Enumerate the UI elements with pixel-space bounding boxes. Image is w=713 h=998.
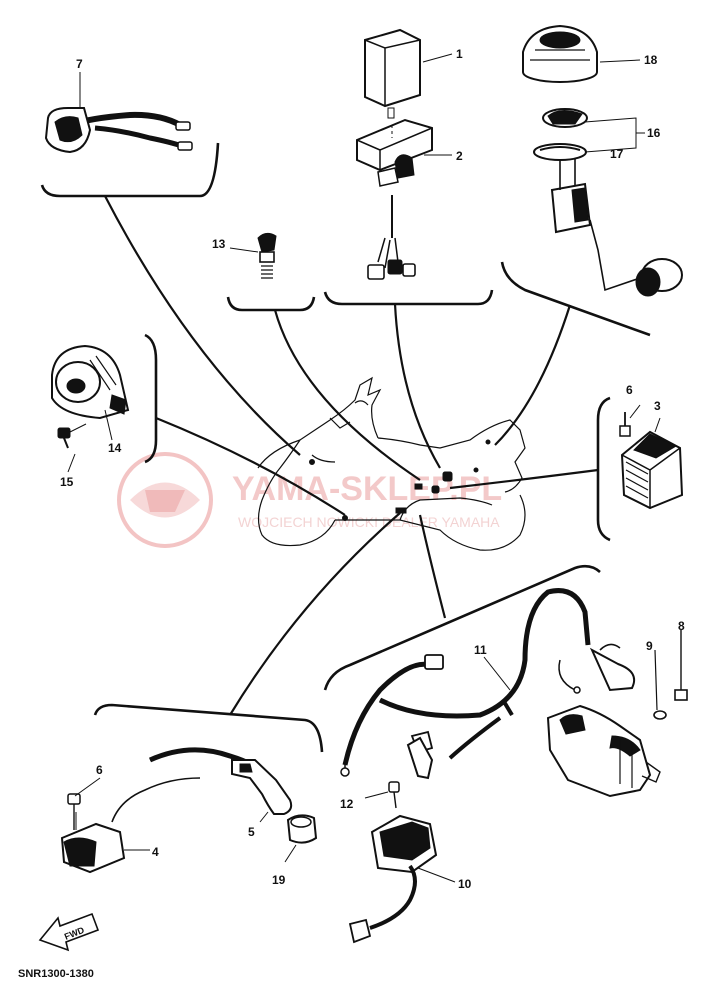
part-12-bolt: [388, 781, 400, 809]
leader-1-2: [393, 303, 441, 469]
part-7-lead-wire: [44, 107, 193, 154]
bracket-14-15: [144, 333, 158, 464]
part-4-ignition-coil: [60, 777, 201, 874]
callout-18: 18: [644, 53, 658, 67]
leader-4-5-19: [229, 512, 401, 716]
callout-6-right: 6: [626, 383, 633, 397]
leader-7: [104, 195, 301, 456]
bracket-4-5-19: [93, 703, 324, 753]
leader-13: [273, 309, 421, 481]
leader-lines: [104, 195, 599, 716]
part-13-switch: [257, 232, 277, 279]
part-16-17-fuel-sender: [533, 108, 683, 297]
callout-7: 7: [76, 57, 83, 71]
part-14-horn: [51, 344, 130, 420]
bracket-top-left: [40, 142, 220, 198]
callout-19: 19: [272, 873, 286, 887]
motorcycle-outline: [257, 376, 526, 551]
callout-13: 13: [212, 237, 226, 251]
watermark-tagline: WOJCIECH NOWICKI DEALER YAMAHA: [238, 514, 500, 530]
part-8-nut: [674, 630, 688, 701]
part-5-plug-cap: [148, 747, 293, 815]
forward-arrow: FWD: [38, 912, 100, 952]
callout-12: 12: [340, 797, 354, 811]
watermark-logo-icon: [117, 452, 213, 548]
leader-3-6: [449, 468, 599, 490]
bracket-1-2: [323, 289, 494, 306]
callout-11: 11: [474, 643, 487, 657]
part-2-relay-bracket: [356, 118, 433, 280]
bracket-16-18: [500, 261, 651, 337]
part-6-bolt-left: [67, 793, 81, 830]
part-15-bolt: [57, 423, 87, 449]
diagram-code: SNR1300-1380: [18, 968, 94, 980]
callout-labels: 1 2 3 4 5 6 6 7 8 9 10 11 12 13 14 15 16…: [60, 47, 685, 891]
part-18-ring-nut: [522, 24, 598, 83]
callout-6-left: 6: [96, 763, 103, 777]
bracket-8-12: [323, 564, 601, 691]
callout-15: 15: [60, 475, 74, 489]
callout-9: 9: [646, 639, 653, 653]
callout-1: 1: [456, 47, 463, 61]
bracket-3-6: [596, 396, 611, 542]
callout-16: 16: [647, 126, 661, 140]
bracket-13: [226, 296, 316, 312]
group-brackets: [40, 142, 651, 753]
starter-motor: [546, 643, 661, 798]
bike-markers: [309, 439, 491, 521]
part-3-rectifier: [620, 430, 684, 510]
callout-4: 4: [152, 845, 159, 859]
callout-5: 5: [248, 825, 255, 839]
callout-3: 3: [654, 399, 661, 413]
leader-14-15: [155, 416, 346, 516]
part-11-boot: [406, 736, 434, 780]
callout-14: 14: [108, 441, 122, 455]
part-6-bolt-right: [619, 412, 631, 437]
watermark-brand: YAMA-SKLEP.PL: [232, 470, 502, 508]
part-9-washer: [653, 649, 667, 720]
callout-leaders: [67, 53, 661, 883]
callout-17: 17: [610, 147, 624, 161]
leader-8-12: [418, 514, 447, 619]
watermark: YAMA-SKLEP.PL WOJCIECH NOWICKI DEALER YA…: [117, 452, 502, 548]
part-10-starter-relay: [348, 814, 438, 944]
part-1-relay-unit: [364, 28, 421, 119]
callout-2: 2: [456, 149, 463, 163]
callout-8: 8: [678, 619, 685, 633]
part-19-rubber-cap: [286, 814, 318, 844]
callout-10: 10: [458, 877, 472, 891]
leader-16-18: [494, 304, 572, 446]
